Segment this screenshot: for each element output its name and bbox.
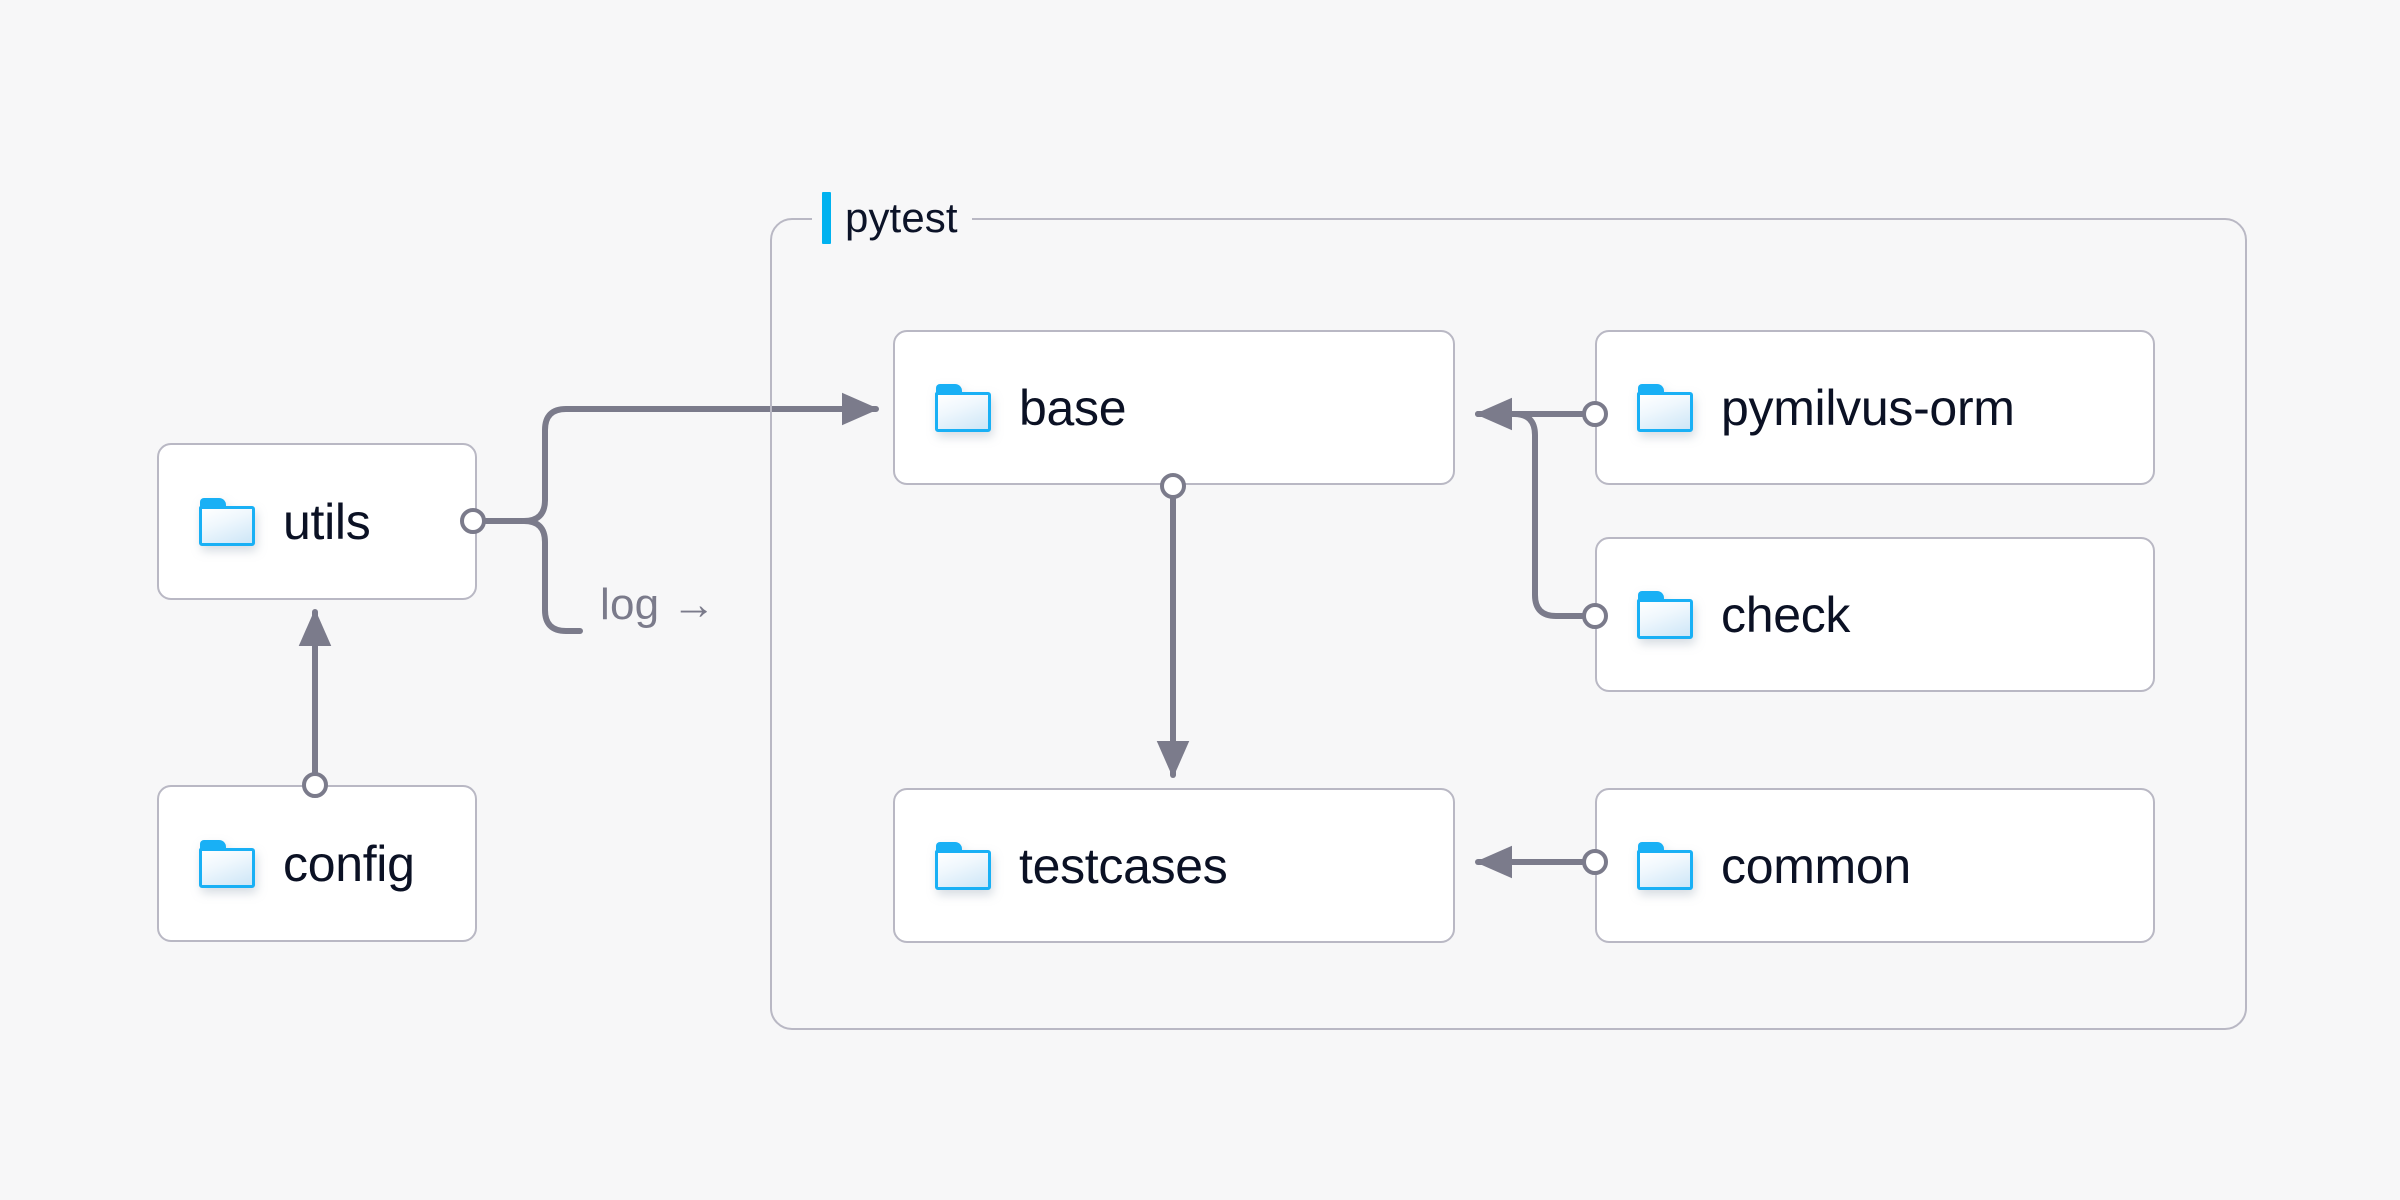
port-common-left[interactable] <box>1582 849 1608 875</box>
node-base[interactable]: base <box>893 330 1455 485</box>
arrow-right-icon: → <box>671 580 716 629</box>
node-label: testcases <box>1019 837 1228 894</box>
node-label: utils <box>283 493 371 550</box>
node-common[interactable]: common <box>1595 788 2155 943</box>
node-label: config <box>283 835 415 892</box>
edge-utils-to-log <box>521 518 583 634</box>
node-config[interactable]: config <box>157 785 477 942</box>
group-label-text: pytest <box>845 194 958 241</box>
group-accent-bar <box>822 192 831 244</box>
node-utils[interactable]: utils <box>157 443 477 600</box>
node-label: pymilvus-orm <box>1721 379 2015 436</box>
port-utils-right[interactable] <box>460 508 486 534</box>
node-label: base <box>1019 379 1127 436</box>
folder-icon <box>199 839 255 888</box>
node-testcases[interactable]: testcases <box>893 788 1455 943</box>
node-label: check <box>1721 586 1851 643</box>
folder-icon <box>1637 383 1693 432</box>
port-base-bottom[interactable] <box>1160 473 1186 499</box>
node-label: common <box>1721 837 1911 894</box>
folder-icon <box>1637 590 1693 639</box>
folder-icon <box>935 383 991 432</box>
pytest-group-label: pytest <box>812 192 972 244</box>
pytest-group-container[interactable] <box>770 218 2247 1030</box>
node-pymilvus-orm[interactable]: pymilvus-orm <box>1595 330 2155 485</box>
port-pymilvus-orm-left[interactable] <box>1582 401 1608 427</box>
node-check[interactable]: check <box>1595 537 2155 692</box>
folder-icon <box>1637 841 1693 890</box>
edge-label-log-text: log <box>600 580 660 629</box>
folder-icon <box>935 841 991 890</box>
port-config-top[interactable] <box>302 772 328 798</box>
port-check-left[interactable] <box>1582 603 1608 629</box>
edge-label-log: log → <box>600 580 716 630</box>
folder-icon <box>199 497 255 546</box>
